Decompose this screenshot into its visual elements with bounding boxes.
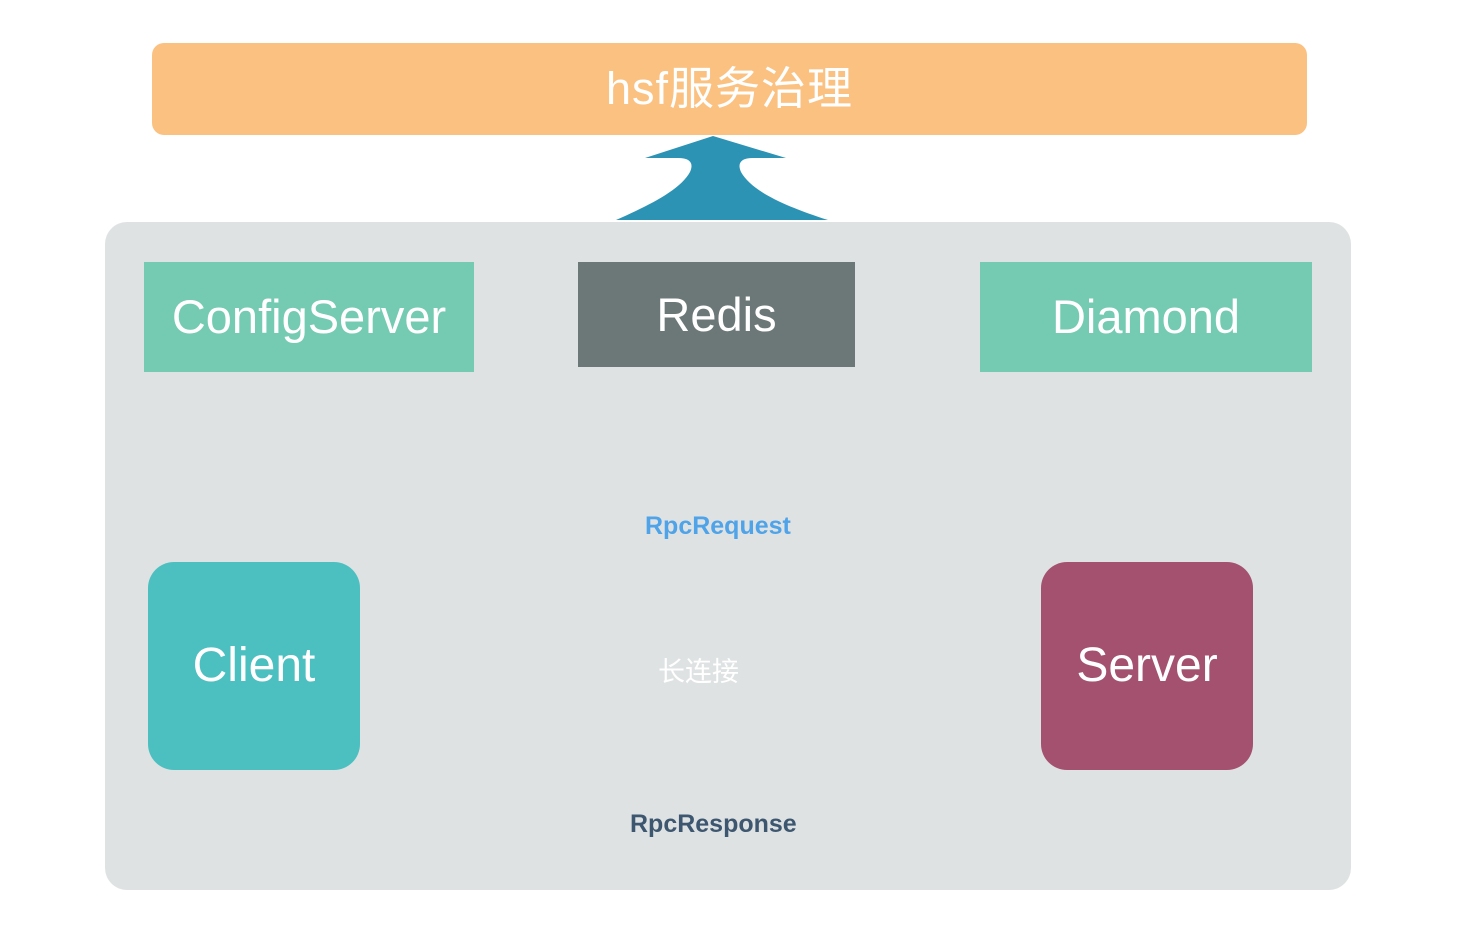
node-configserver[interactable]: ConfigServer — [144, 262, 474, 372]
edge-label-rpc-response: RpcResponse — [630, 810, 797, 838]
edge-label-rpc-request: RpcRequest — [645, 512, 791, 540]
up-arrow-icon — [616, 136, 828, 220]
node-client[interactable]: Client — [148, 562, 360, 770]
page-title: hsf服务治理 — [152, 43, 1307, 135]
node-diamond[interactable]: Diamond — [980, 262, 1312, 372]
edge-label-long-connection: 长连接 — [658, 657, 739, 687]
node-redis[interactable]: Redis — [578, 262, 855, 367]
node-server[interactable]: Server — [1041, 562, 1253, 770]
